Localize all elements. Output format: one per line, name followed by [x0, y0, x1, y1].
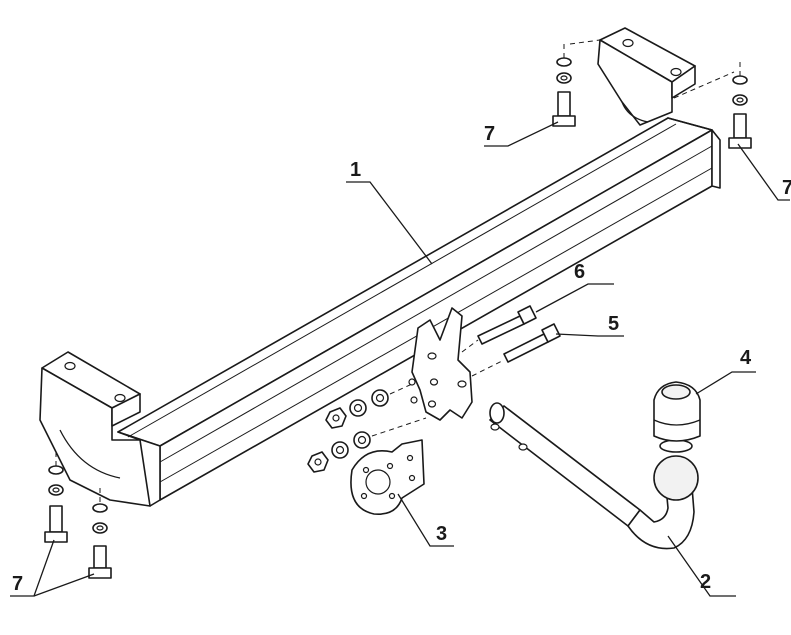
- hitch-bracket: [408, 307, 473, 421]
- callout-2: 2: [700, 571, 711, 593]
- bolt-6: [477, 305, 537, 345]
- fixing-set-bottom-left: [44, 465, 112, 579]
- socket-plate: [350, 439, 425, 515]
- right-mounting-bracket: [597, 27, 696, 126]
- callout-5: 5: [608, 313, 619, 335]
- callout-7-top-right: 7: [782, 177, 791, 199]
- callout-7-bottom-left: 7: [12, 573, 23, 595]
- callout-6: 6: [574, 261, 585, 283]
- left-mounting-bracket: [39, 351, 151, 507]
- leader-lines: [10, 121, 790, 597]
- fixing-set-top-right: [728, 75, 752, 149]
- callout-4: 4: [740, 347, 752, 369]
- cross-beam: [117, 117, 721, 507]
- callout-7-top-left: 7: [484, 123, 495, 145]
- bolt-5: [503, 323, 561, 363]
- callout-1: 1: [350, 159, 361, 181]
- ball-neck: [489, 402, 699, 550]
- fixing-set-top-left: [552, 57, 576, 127]
- ball-cover: [653, 381, 701, 442]
- nuts-and-washers: [307, 389, 389, 473]
- callout-3: 3: [436, 523, 447, 545]
